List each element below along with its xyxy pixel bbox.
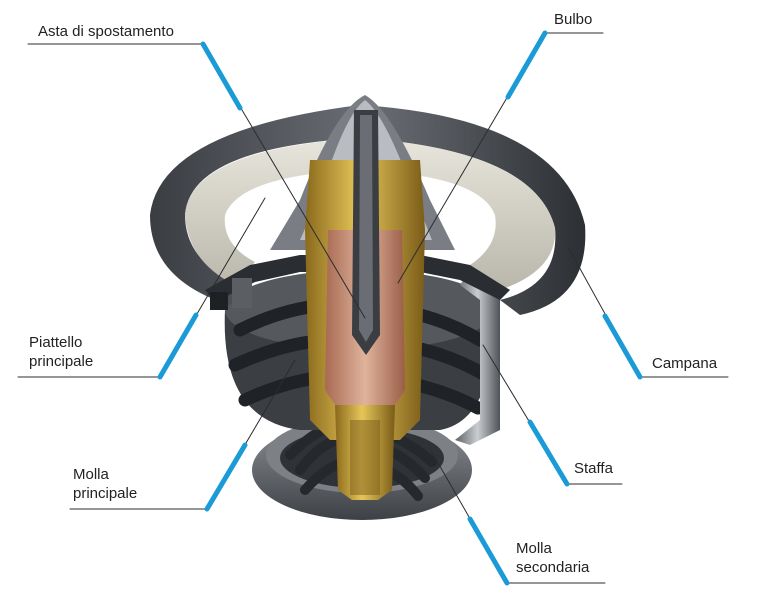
staffa-bracket — [455, 270, 500, 445]
campana-rim — [150, 105, 586, 315]
label-campana-text: Campana — [652, 355, 718, 372]
label-staffa: Staffa — [574, 459, 613, 478]
label-piattello-line2: principale — [29, 353, 94, 370]
lower-stem — [335, 405, 395, 500]
label-bulbo-text: Bulbo — [554, 11, 593, 28]
leader-asta-accent — [200, 41, 243, 111]
push-rod — [352, 110, 380, 355]
label-molla-principale-line2: principale — [73, 485, 138, 502]
label-bulbo: Bulbo — [554, 10, 592, 29]
piattello-flange — [205, 255, 510, 310]
label-molla-secondaria-line1: Molla — [516, 540, 552, 557]
label-molla-principale: Molla principale — [73, 465, 137, 503]
label-molla-secondaria-line2: secondaria — [516, 559, 590, 576]
label-molla-principale-line1: Molla — [73, 466, 109, 483]
label-molla-secondaria: Molla secondaria — [516, 539, 589, 577]
label-piattello-principale: Piattello principale — [29, 333, 93, 371]
leader-lines — [17, 30, 729, 586]
label-staffa-text: Staffa — [574, 460, 613, 477]
leader-staffa-accent — [527, 419, 570, 487]
leader-bulbo-accent — [505, 30, 548, 100]
leader-molla-principale-accent — [204, 442, 248, 512]
label-asta-di-spostamento: Asta di spostamento — [38, 22, 174, 41]
leader-campana-accent — [602, 313, 643, 380]
label-asta-text: Asta di spostamento — [38, 23, 174, 40]
label-piattello-line1: Piattello — [29, 334, 83, 351]
label-campana: Campana — [652, 354, 717, 373]
leader-piattello-accent — [157, 312, 199, 380]
leader-molla-secondaria-accent — [467, 516, 510, 586]
